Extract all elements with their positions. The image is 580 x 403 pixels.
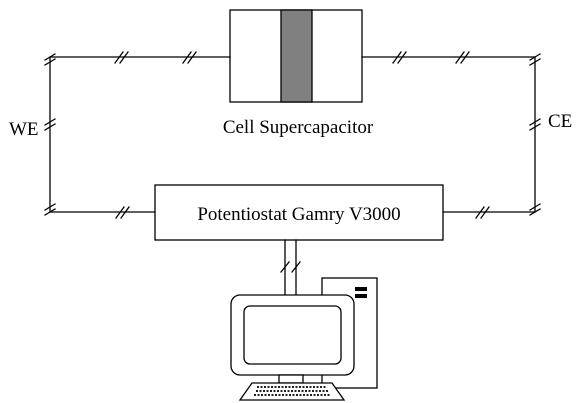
potentiostat-box — [154, 184, 444, 241]
hatch-bottom-right — [475, 206, 490, 219]
we-wire — [49, 56, 231, 213]
cell-separator — [280, 9, 313, 103]
hatch-cable — [280, 261, 301, 273]
computer-monitor-icon — [230, 294, 355, 384]
hatch-marks — [44, 51, 541, 273]
hatch-top-left — [114, 51, 197, 64]
supercapacitor-cell — [229, 9, 363, 103]
hatch-bottom-left — [115, 206, 130, 219]
ce-wire — [361, 56, 536, 213]
cell-label: Cell Supercapacitor — [223, 117, 374, 138]
hatch-top-right — [392, 51, 470, 64]
ce-label: CE — [548, 111, 572, 132]
hatch-left-vertical — [44, 53, 56, 216]
keyboard-icon — [238, 382, 346, 401]
hatch-right-vertical — [529, 53, 541, 216]
potentiostat-label: Potentiostat Gamry V3000 — [197, 204, 400, 225]
we-label: WE — [9, 119, 39, 140]
